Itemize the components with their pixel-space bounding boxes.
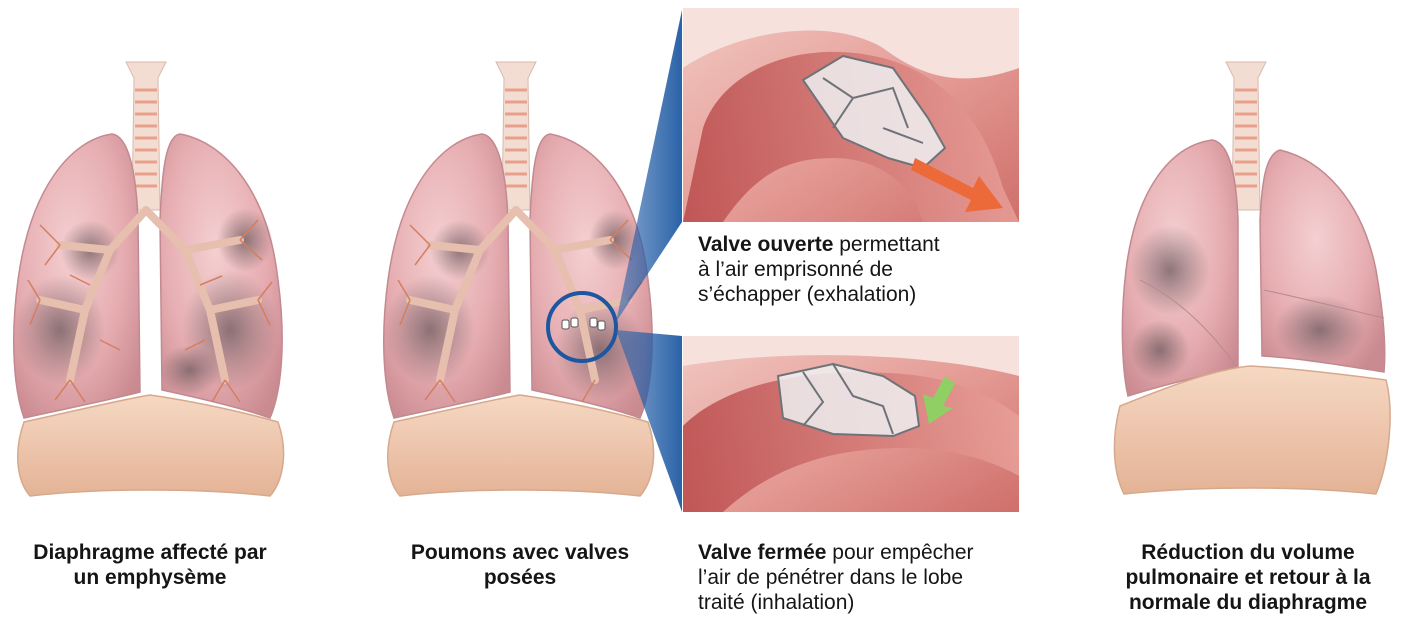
caption-line: posées xyxy=(370,565,670,590)
open-valve-detail-image xyxy=(683,8,1019,222)
caption-line: Réduction du volume xyxy=(1092,540,1404,565)
closed-valve-detail-image xyxy=(683,336,1019,512)
caption-line: normale du diaphragme xyxy=(1092,590,1404,615)
caption-emphysema: Diaphragme affecté par un emphysème xyxy=(0,540,300,590)
lungs-emphysema-illustration xyxy=(0,50,300,500)
closed-valve-description: Valve fermée pour empêcher l’air de péné… xyxy=(698,540,974,615)
open-valve-description: Valve ouverte permettant à l’air empriso… xyxy=(698,232,940,307)
open-valve-text-line: à l’air emprisonné de xyxy=(698,257,940,282)
closed-valve-text-line: traité (inhalation) xyxy=(698,590,974,615)
closed-valve-text-line: l’air de pénétrer dans le lobe xyxy=(698,565,974,590)
caption-line: Diaphragme affecté par xyxy=(0,540,300,565)
open-valve-title: Valve ouverte xyxy=(698,233,833,256)
caption-reduction: Réduction du volume pulmonaire et retour… xyxy=(1092,540,1404,615)
closed-valve-title: Valve fermée xyxy=(698,541,826,564)
lungs-reduced-volume-illustration xyxy=(1100,50,1400,500)
closed-valve-text: pour empêcher xyxy=(826,541,973,564)
zoom-cones xyxy=(600,0,690,520)
open-valve-text: permettant xyxy=(833,233,939,256)
caption-line: un emphysème xyxy=(0,565,300,590)
caption-line: pulmonaire et retour à la xyxy=(1092,565,1404,590)
caption-line: Poumons avec valves xyxy=(370,540,670,565)
caption-valves: Poumons avec valves posées xyxy=(370,540,670,590)
open-valve-text-line: s’échapper (exhalation) xyxy=(698,282,940,307)
